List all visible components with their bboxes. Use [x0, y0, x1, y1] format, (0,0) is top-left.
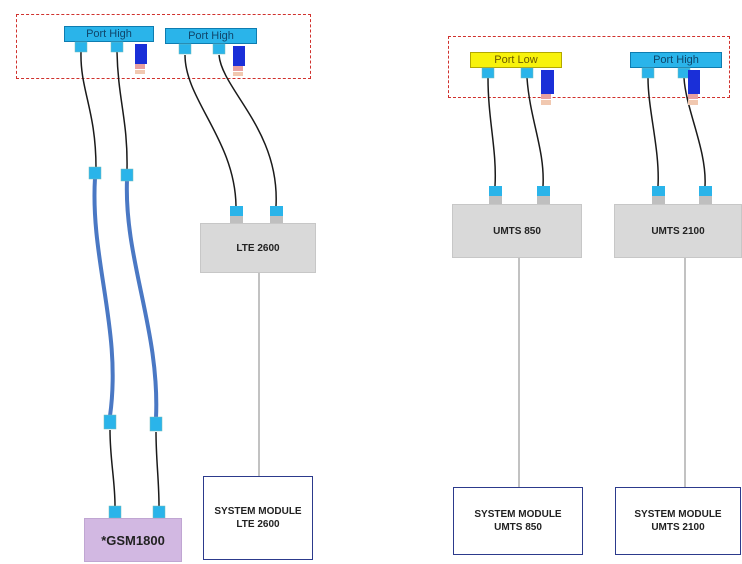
feeder-cable	[218, 54, 277, 207]
jumper-cable	[124, 179, 159, 419]
jumper-cable	[92, 177, 115, 417]
port-high-left-1: Port High	[64, 26, 154, 42]
feeder-cable	[683, 77, 706, 187]
umts-2100-box: UMTS 2100	[614, 204, 742, 258]
feeder-cable	[116, 51, 128, 171]
lte-2600-box: LTE 2600	[200, 223, 316, 273]
module-title: SYSTEM MODULE	[634, 509, 722, 520]
module-subtitle: UMTS 2100	[651, 522, 705, 533]
feeder-cable	[184, 54, 237, 207]
system-module-lte-2600: SYSTEM MODULE LTE 2600	[203, 476, 313, 560]
antenna-stack-icons	[135, 44, 700, 105]
feeder-cable	[109, 429, 116, 507]
jumper-connectors	[88, 166, 166, 519]
port-low-right: Port Low	[470, 52, 562, 68]
module-subtitle: UMTS 850	[494, 522, 542, 533]
port-high-left-2: Port High	[165, 28, 257, 44]
antenna-group-left	[16, 14, 311, 79]
module-subtitle: LTE 2600	[236, 519, 280, 530]
module-title: SYSTEM MODULE	[474, 509, 562, 520]
gsm-1800-box: *GSM1800	[84, 518, 182, 562]
umts-850-box: UMTS 850	[452, 204, 582, 258]
port-high-right: Port High	[630, 52, 722, 68]
system-module-umts-2100: SYSTEM MODULE UMTS 2100	[615, 487, 741, 555]
feeder-cable	[647, 77, 659, 187]
module-title: SYSTEM MODULE	[214, 506, 302, 517]
box-connectors	[230, 186, 712, 223]
system-module-umts-850: SYSTEM MODULE UMTS 850	[453, 487, 583, 555]
port-connectors	[74, 41, 691, 79]
feeder-cable	[155, 431, 160, 507]
feeder-cable	[80, 51, 97, 169]
antenna-group-right	[448, 36, 730, 98]
feeder-cable	[487, 77, 497, 187]
feeder-cable	[526, 77, 544, 187]
